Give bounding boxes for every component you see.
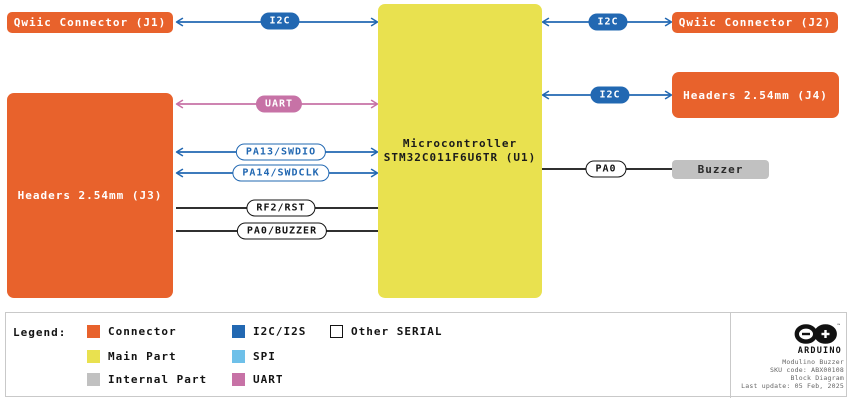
legend-item-spi: SPI (232, 350, 276, 363)
i2c-pill-j4: I2C (590, 86, 630, 104)
internal-part-swatch (87, 373, 100, 386)
legend-divider (730, 313, 731, 398)
connector-swatch (87, 325, 100, 338)
other-serial-swatch (330, 325, 343, 338)
block-buzzer: Buzzer (672, 160, 769, 179)
legend-item-main-part: Main Part (87, 350, 177, 363)
legend-item-label: Other SERIAL (351, 325, 443, 338)
uart-swatch (232, 373, 245, 386)
u1-label-line1: Microcontroller (402, 137, 518, 150)
trademark-symbol: ™ (838, 323, 841, 329)
product-name: Modulino Buzzer (782, 358, 844, 366)
spi-swatch (232, 350, 245, 363)
swdclk-pill: PA14/SWDCLK (232, 164, 330, 182)
legend-item-label: UART (253, 373, 284, 386)
legend-item-label: Internal Part (108, 373, 208, 386)
last-update: Last update: 05 Feb, 2025 (741, 382, 844, 390)
legend-item-internal-part: Internal Part (87, 373, 207, 386)
legend-item-other-serial: Other SERIAL (330, 325, 442, 338)
document-info: ™ ARDUINO Modulino Buzzer SKU code: ABX0… (731, 313, 848, 398)
legend: Legend: Connector Main Part Internal Par… (5, 312, 848, 398)
legend-item-i2c-i2s: I2C/I2S (232, 325, 306, 338)
legend-item-label: SPI (253, 350, 276, 363)
uart-pill: UART (255, 95, 303, 113)
i2c-pill-j1: I2C (260, 12, 300, 30)
pa0-pill: PA0 (585, 160, 627, 178)
arduino-logo-icon: ™ (794, 323, 841, 344)
i2c-i2s-swatch (232, 325, 245, 338)
sku-code: SKU code: ABX00108 (769, 366, 844, 374)
block-qwiic-connector-j2: Qwiic Connector (J2) (672, 12, 838, 33)
legend-item-label: I2C/I2S (253, 325, 307, 338)
block-qwiic-connector-j1: Qwiic Connector (J1) (7, 12, 173, 33)
doc-type: Block Diagram (790, 374, 844, 382)
legend-item-label: Main Part (108, 350, 177, 363)
legend-title: Legend: (13, 326, 67, 339)
rst-pill: RF2/RST (246, 199, 316, 217)
swdio-pill: PA13/SWDIO (235, 143, 327, 161)
legend-item-uart: UART (232, 373, 284, 386)
block-headers-j4: Headers 2.54mm (J4) (672, 72, 839, 118)
legend-item-connector: Connector (87, 325, 177, 338)
pa0-buzzer-pill: PA0/BUZZER (236, 222, 328, 240)
i2c-pill-j2: I2C (588, 13, 628, 31)
block-headers-j3: Headers 2.54mm (J3) (7, 93, 173, 298)
main-part-swatch (87, 350, 100, 363)
brand-name: ARDUINO (797, 346, 842, 356)
legend-item-label: Connector (108, 325, 177, 338)
document-meta: Modulino Buzzer SKU code: ABX00108 Block… (741, 358, 844, 390)
u1-label-line2: STM32C011F6U6TR (U1) (383, 151, 537, 164)
block-microcontroller-u1: Microcontroller STM32C011F6U6TR (U1) (378, 4, 542, 298)
